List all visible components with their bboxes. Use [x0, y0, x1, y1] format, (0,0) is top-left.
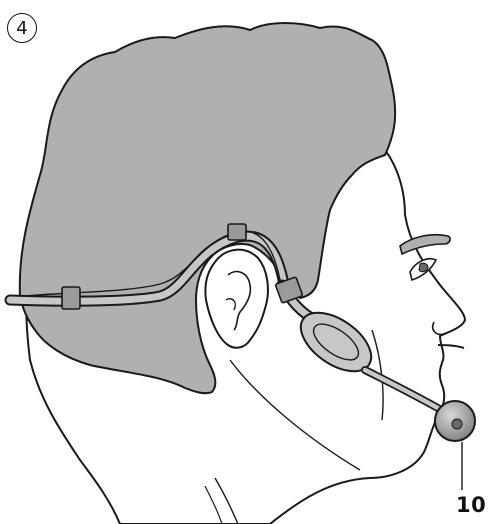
step-number-badge: 4 — [7, 13, 37, 43]
microphone-capsule-center — [452, 419, 462, 429]
eye-iris — [419, 263, 428, 272]
callout-number-microphone: 10 — [456, 493, 486, 517]
band-clip-top — [228, 224, 246, 240]
band-clip-rear — [62, 287, 80, 309]
step-number: 4 — [16, 18, 27, 39]
